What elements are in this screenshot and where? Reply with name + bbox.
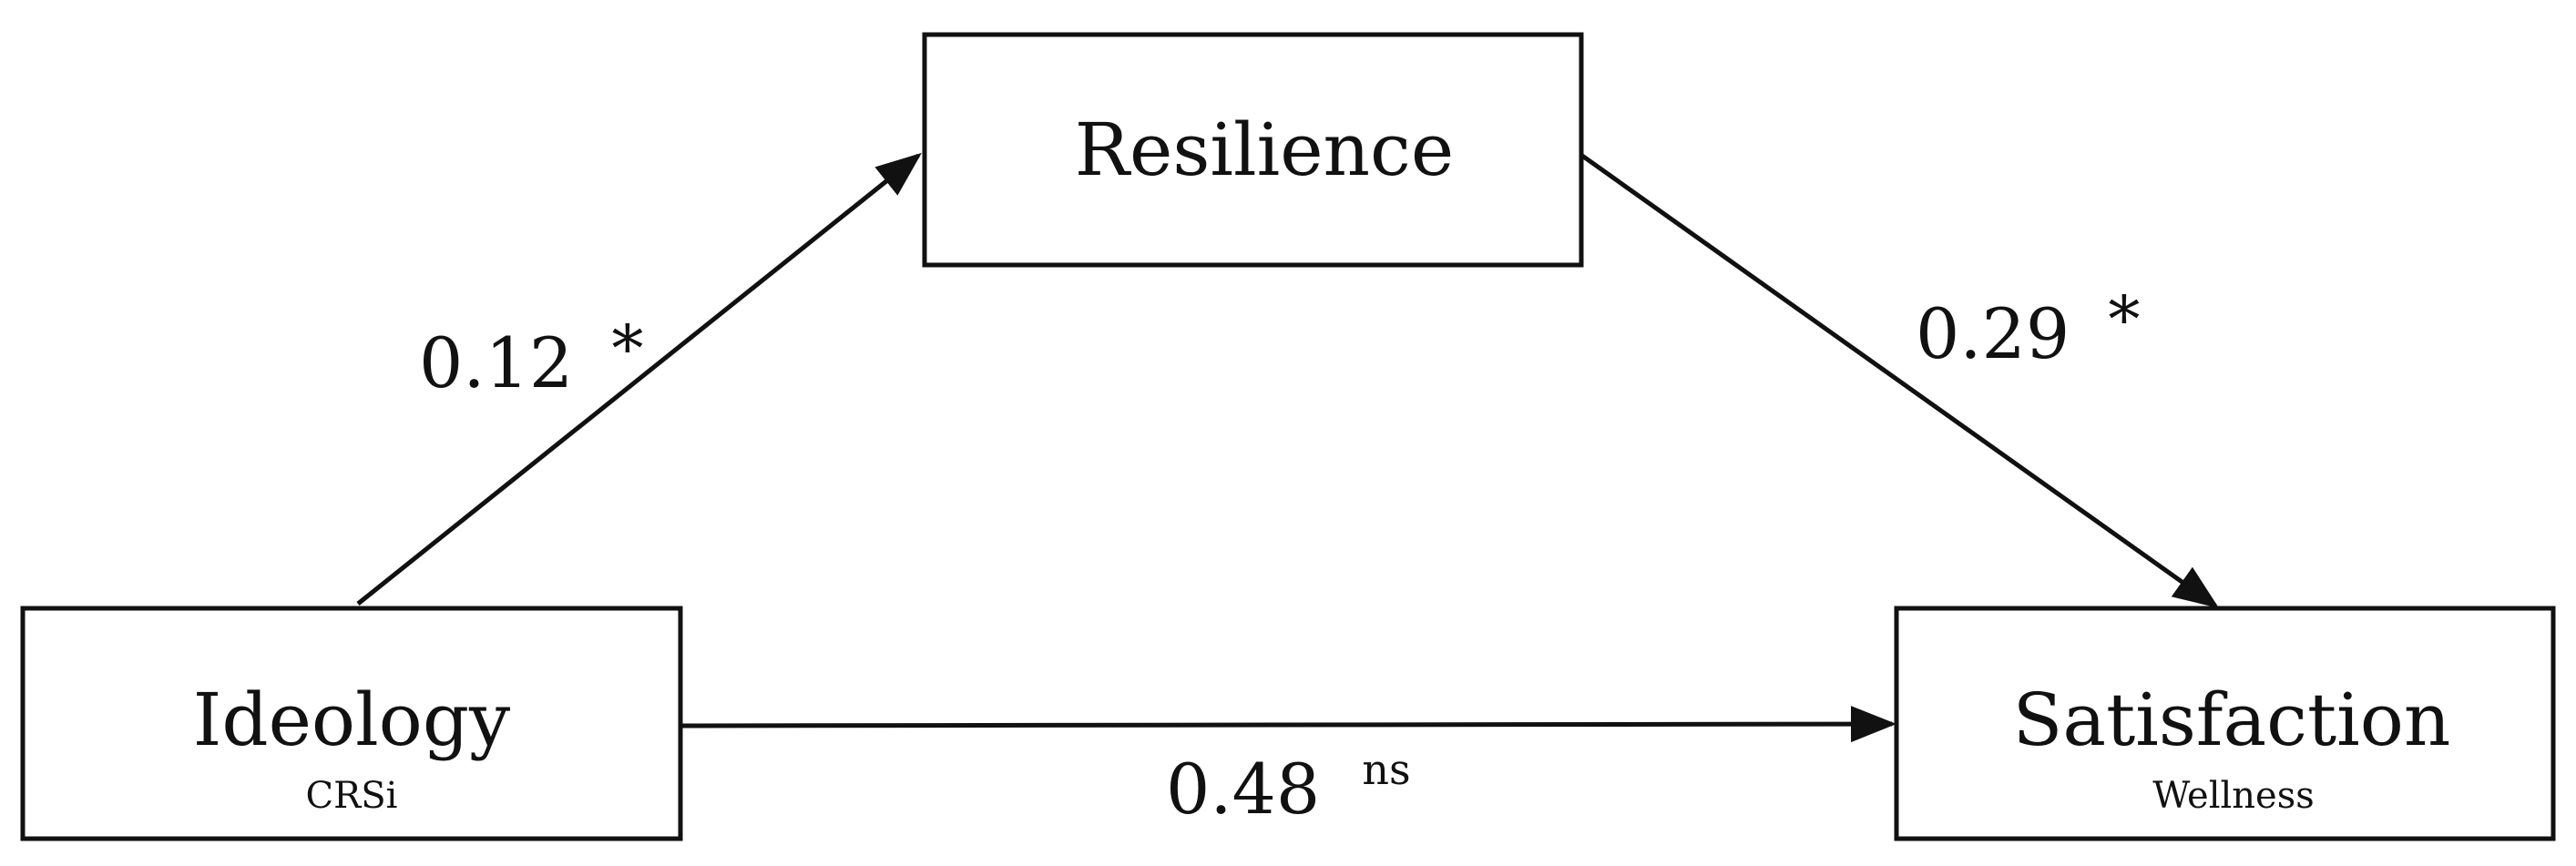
node-resilience: Resilience [922,32,1584,268]
node-satisfaction: Satisfaction Wellness [1894,606,2556,841]
edge-label-resilience-to-satisfaction: 0.29 * [1916,282,2140,374]
node-ideology-sublabel: CRSi [306,775,398,817]
coefficient-resilience-to-satisfaction: 0.29 [1916,293,2070,374]
edge-ideology-to-resilience [356,152,922,606]
node-ideology: Ideology CRSi [20,606,683,841]
node-satisfaction-label: Satisfaction [2013,678,2451,762]
edge-label-ideology-to-satisfaction: 0.48 ns [1166,745,1411,830]
edge-resilience-to-satisfaction [1580,153,2220,608]
coefficient-ideology-to-satisfaction: 0.48 [1166,749,1320,830]
node-resilience-label: Resilience [1075,107,1454,192]
significance-ideology-to-resilience: * [611,311,643,386]
significance-resilience-to-satisfaction: * [2108,282,2140,357]
node-satisfaction-sublabel: Wellness [2152,775,2315,817]
coefficient-ideology-to-resilience: 0.12 [419,322,573,403]
significance-ideology-to-satisfaction: ns [1362,745,1410,794]
edge-label-ideology-to-resilience: 0.12 * [419,311,643,403]
edge-ideology-to-satisfaction [680,706,1896,743]
node-ideology-label: Ideology [193,678,510,762]
